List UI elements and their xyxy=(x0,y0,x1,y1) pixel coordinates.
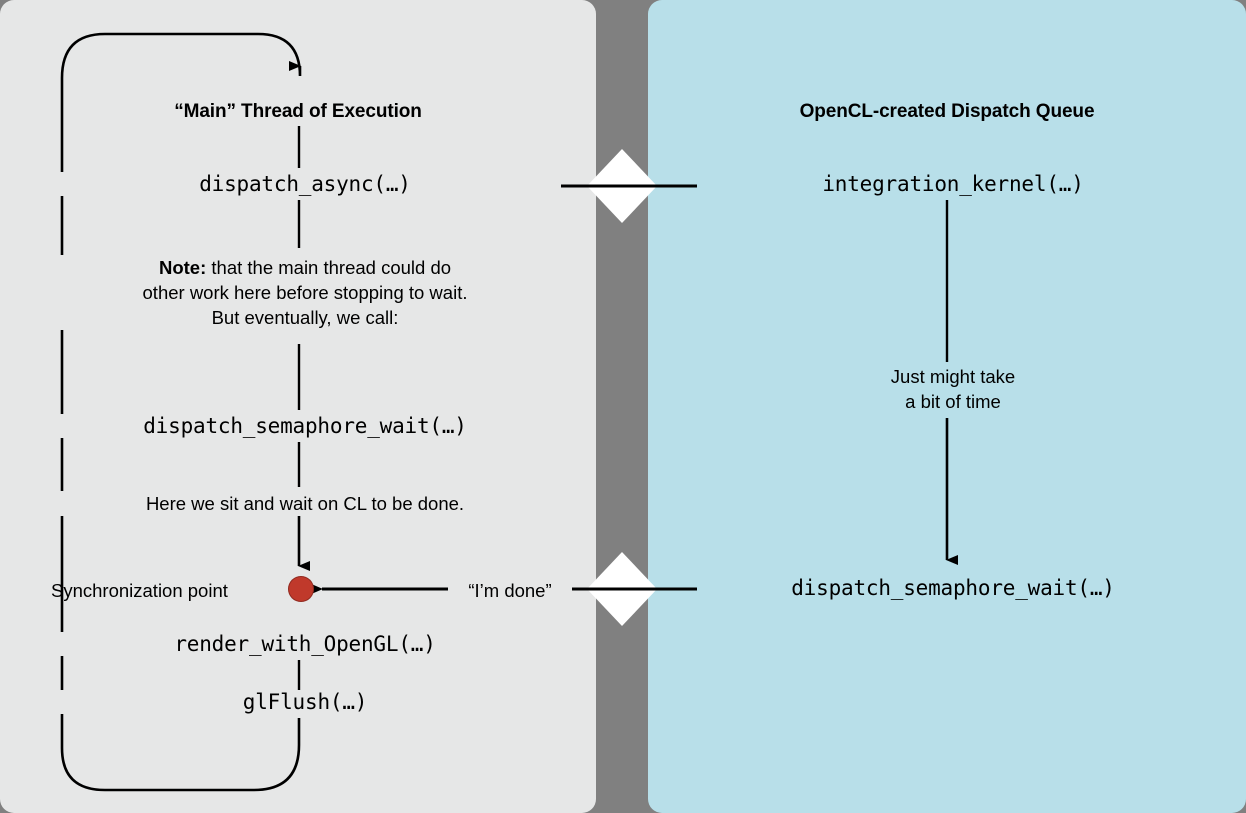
call-dispatch-semaphore-wait-right: dispatch_semaphore_wait(…) xyxy=(697,576,1209,600)
synchronization-point-label: Synchronization point xyxy=(51,580,228,601)
note-line-3: But eventually, we call: xyxy=(211,307,399,328)
note-line-1-rest: that the main thread could do xyxy=(206,257,452,278)
call-integration-kernel: integration_kernel(…) xyxy=(697,172,1209,196)
synchronization-point-dot-ring xyxy=(288,576,314,602)
wait-description: Here we sit and wait on CL to be done. xyxy=(49,491,561,516)
call-dispatch-async: dispatch_async(…) xyxy=(49,172,561,196)
time-note-line-2: a bit of time xyxy=(905,391,1001,412)
call-dispatch-semaphore-wait-left: dispatch_semaphore_wait(…) xyxy=(49,414,561,438)
note-line-1: Note: that the main thread could do xyxy=(55,255,555,280)
synchronization-point-dot xyxy=(288,576,314,602)
call-render-with-opengl: render_with_OpenGL(…) xyxy=(49,632,561,656)
time-note-block: Just might take a bit of time xyxy=(747,364,1159,414)
panel-right-title: OpenCL-created Dispatch Queue xyxy=(799,101,1095,122)
im-done-label: “I’m done” xyxy=(448,578,572,603)
loop-back-path xyxy=(60,32,302,792)
call-glflush: glFlush(…) xyxy=(49,690,561,714)
note-block: Note: that the main thread could do othe… xyxy=(49,255,561,330)
note-bold-label: Note: xyxy=(158,257,207,278)
time-note-line-1: Just might take xyxy=(890,366,1016,387)
note-line-2: other work here before stopping to wait. xyxy=(142,282,468,303)
panel-left-title: “Main” Thread of Execution xyxy=(174,101,422,122)
